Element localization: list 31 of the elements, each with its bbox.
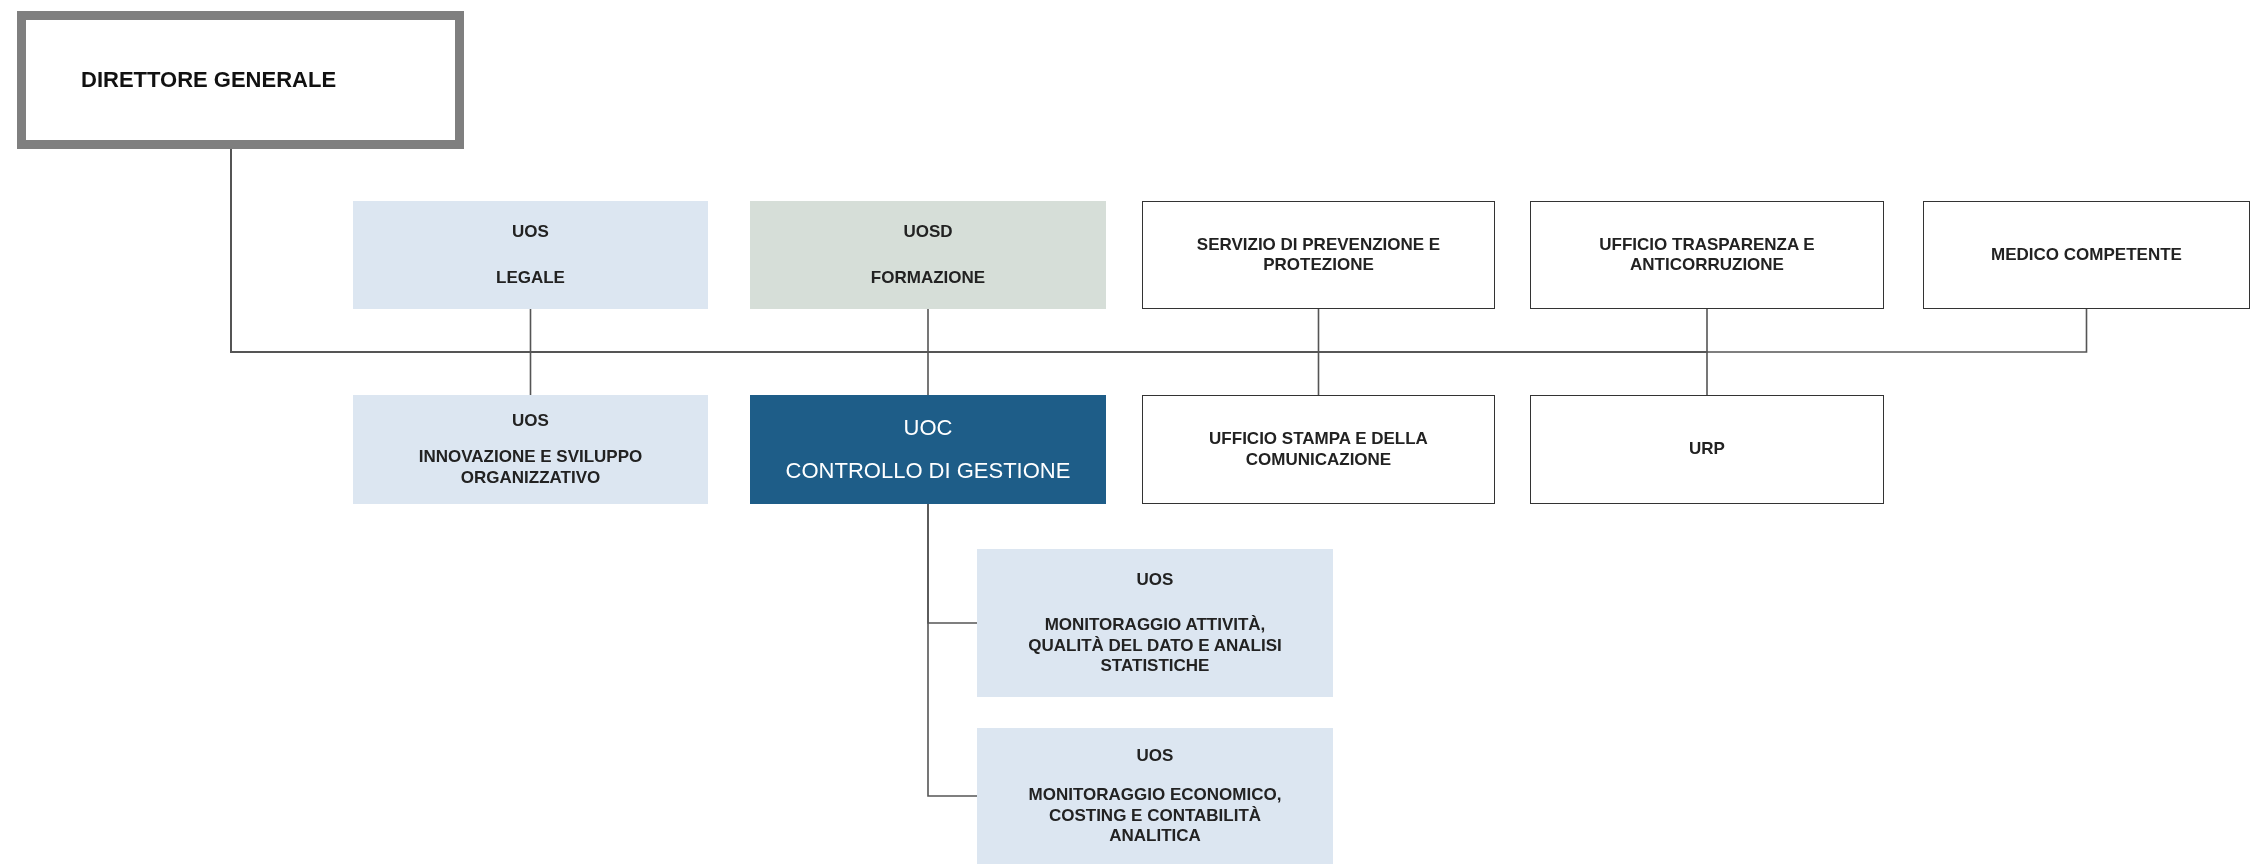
unit-box xyxy=(1530,395,1884,504)
unit-code: UOS xyxy=(512,221,549,243)
unit-name: UFFICIO TRASPARENZA E ANTICORRUZIONE xyxy=(1598,234,1816,276)
unit-box xyxy=(1142,395,1495,504)
unit-name: UFFICIO STAMPA E DELLA COMUNICAZIONE xyxy=(1208,429,1429,470)
unit-box xyxy=(353,395,708,504)
unit-name: URP xyxy=(1689,439,1725,460)
unit-name: LEGALE xyxy=(496,267,565,289)
head-box xyxy=(17,11,464,149)
unit-name: FORMAZIONE xyxy=(870,267,986,289)
unit-name: MONITORAGGIO ATTIVITÀ, QUALITÀ DEL DATO E ANALISI STATISTICHE xyxy=(1027,615,1283,677)
unit-box xyxy=(1923,201,2250,309)
unit-box xyxy=(977,549,1333,697)
unit-name: MEDICO COMPETENTE xyxy=(1991,244,2182,266)
unit-box xyxy=(353,201,708,309)
unit-name: MONITORAGGIO ECONOMICO, COSTING E CONTABILITÀ ANALITICA xyxy=(1027,785,1283,847)
unit-box xyxy=(977,728,1333,864)
unit-name: SERVIZIO DI PREVENZIONE E PROTEZIONE xyxy=(1195,234,1442,276)
unit-code: UOS xyxy=(1136,745,1174,766)
unit-name: CONTROLLO DI GESTIONE xyxy=(785,457,1071,484)
connector-line xyxy=(927,503,978,797)
unit-box xyxy=(750,201,1106,309)
unit-box xyxy=(1142,201,1495,309)
unit-code: UOS xyxy=(512,410,549,432)
unit-code: UOS xyxy=(1136,569,1174,590)
unit-code: UOSD xyxy=(903,221,953,243)
unit-box xyxy=(1530,201,1884,309)
unit-code: UOC xyxy=(903,415,953,442)
unit-name: DIRETTORE GENERALE xyxy=(81,66,337,94)
unit-name: INNOVAZIONE E SVILUPPO ORGANIZZATIVO xyxy=(417,447,644,489)
unit-box xyxy=(750,395,1106,504)
